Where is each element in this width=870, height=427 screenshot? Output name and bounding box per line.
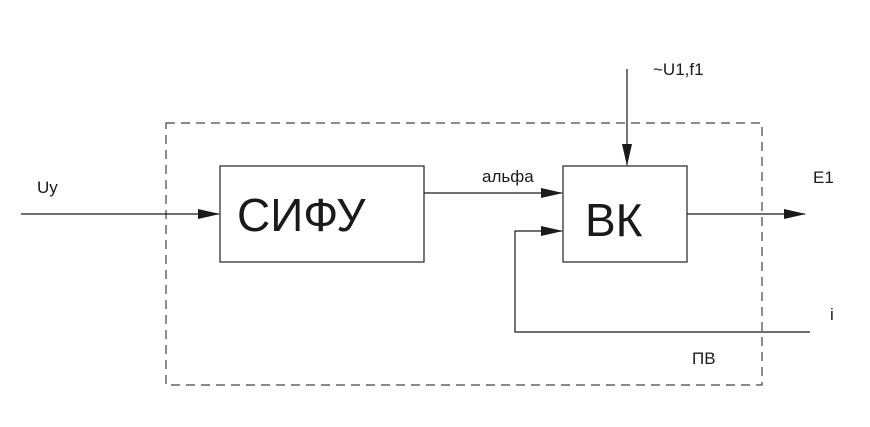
alpha-label: альфа <box>482 167 534 186</box>
vk-block <box>562 165 688 263</box>
supply-label: ~U1,f1 <box>653 60 704 79</box>
sifu-block <box>219 165 425 263</box>
vk-label: ВК <box>585 194 643 246</box>
input-uy-label: Uy <box>37 178 58 197</box>
current-i-label: i <box>830 305 834 324</box>
feedback-current-line <box>514 226 810 333</box>
sifu-label: СИФУ <box>237 189 366 241</box>
output-e1-label: E1 <box>813 168 834 187</box>
converter-label: ПВ <box>692 349 716 368</box>
converter-boundary <box>165 122 763 386</box>
